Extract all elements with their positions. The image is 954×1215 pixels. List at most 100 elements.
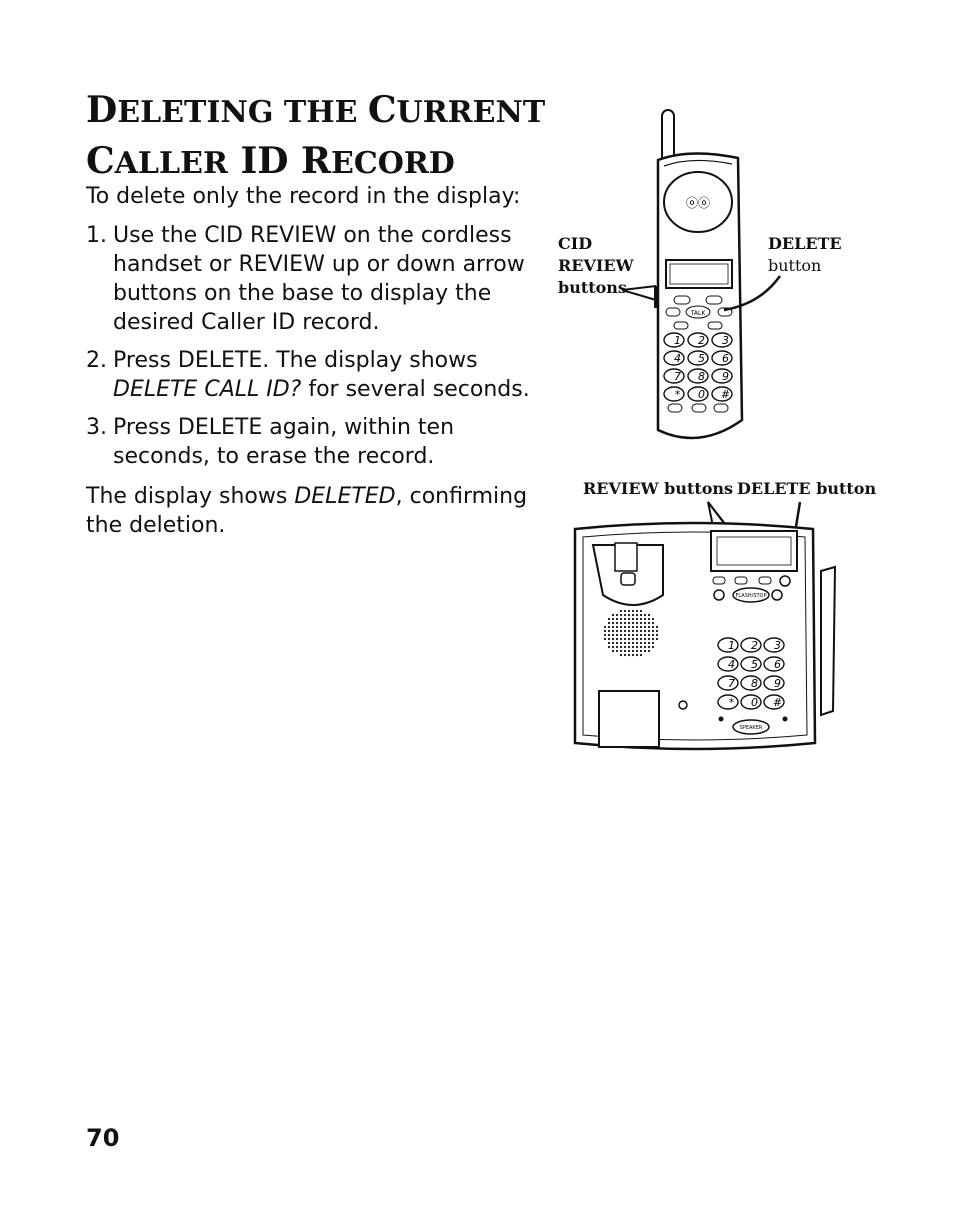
grille-hole [643, 625, 647, 629]
grille-hole [603, 633, 607, 637]
grille-hole [639, 633, 643, 637]
grille-hole [651, 633, 655, 637]
grille-hole [611, 617, 615, 621]
grille-hole [615, 633, 619, 637]
keypad-key-label: 5 [751, 658, 758, 671]
keypad-key-label: 6 [774, 658, 781, 671]
grille-hole [607, 637, 611, 641]
closing-text: The display shows DELETED, confirming th… [86, 484, 528, 538]
grille-hole [631, 613, 635, 617]
grille-hole [639, 629, 643, 633]
page-number: 70 [86, 1124, 120, 1152]
grille-hole [627, 625, 631, 629]
speaker-key: SPEAKER [740, 725, 763, 731]
grille-hole [639, 625, 643, 629]
grille-hole [619, 613, 623, 617]
grille-hole [651, 617, 655, 621]
keypad-key [740, 656, 762, 672]
grille-hole [623, 649, 627, 653]
grille-hole [631, 629, 635, 633]
keypad-key [763, 675, 785, 691]
keypad-key [687, 386, 709, 402]
grille-hole [643, 637, 647, 641]
keypad-key [763, 637, 785, 653]
keypad-key-label: 9 [774, 677, 781, 690]
grille-hole [615, 649, 619, 653]
keypad-key [687, 368, 709, 384]
grille-hole [627, 633, 631, 637]
grille-hole [631, 609, 635, 613]
keypad-key [763, 694, 785, 710]
keypad-key-label: 0 [698, 388, 705, 401]
grille-hole [619, 649, 623, 653]
grille-hole [631, 653, 635, 657]
grille-hole [655, 629, 659, 633]
grille-hole [647, 629, 651, 633]
title-line-1: DELETING THE CURRENT [86, 89, 546, 131]
keypad-key [740, 694, 762, 710]
grille-hole [655, 625, 659, 629]
grille-hole [623, 641, 627, 645]
grille-hole [623, 653, 627, 657]
keypad-key-label: 8 [698, 370, 705, 383]
grille-hole [651, 621, 655, 625]
grille-hole [655, 637, 659, 641]
grille-hole [603, 629, 607, 633]
intro-text: To delete only the record in the display… [86, 184, 521, 209]
grille-hole [623, 617, 627, 621]
keypad-key-label: 6 [722, 352, 729, 365]
keypad-key [717, 656, 739, 672]
grille-hole [639, 613, 643, 617]
grille-hole [635, 621, 639, 625]
grille-hole [615, 621, 619, 625]
handset-callout-lines [621, 275, 782, 312]
grille-hole [623, 645, 627, 649]
grille-hole [639, 641, 643, 645]
keypad-key-label: 3 [774, 639, 781, 652]
svg-text:ⓞⓞ: ⓞⓞ [686, 196, 710, 210]
grille-hole [603, 625, 607, 629]
grille-hole [639, 621, 643, 625]
keypad-key [717, 694, 739, 710]
keypad-key [687, 332, 709, 348]
grille-hole [627, 617, 631, 621]
keypad-key [663, 368, 685, 384]
keypad-key-label: 8 [751, 677, 758, 690]
grille-hole [619, 653, 623, 657]
grille-hole [607, 633, 611, 637]
grille-hole [643, 613, 647, 617]
keypad-key [711, 386, 733, 402]
grille-hole [615, 617, 619, 621]
grille-hole [643, 633, 647, 637]
keypad-key-label: 9 [722, 370, 729, 383]
review-buttons-label: REVIEW buttons [583, 479, 734, 498]
grille-hole [643, 617, 647, 621]
grille-hole [643, 645, 647, 649]
grille-hole [607, 621, 611, 625]
grille-hole [651, 625, 655, 629]
grille-hole [635, 633, 639, 637]
keypad-key-label: # [773, 696, 782, 709]
grille-hole [615, 629, 619, 633]
grille-hole [635, 629, 639, 633]
grille-hole [623, 625, 627, 629]
grille-hole [643, 649, 647, 653]
grille-hole [647, 633, 651, 637]
grille-hole [623, 621, 627, 625]
grille-hole [619, 645, 623, 649]
grille-hole [627, 609, 631, 613]
grille-hole [631, 617, 635, 621]
keypad-key [763, 656, 785, 672]
keypad-key-label: 2 [751, 639, 758, 652]
grille-hole [615, 645, 619, 649]
keypad-key-label: 7 [674, 370, 681, 383]
flash-stop-key: FLASH/STOP [736, 593, 767, 599]
grille-hole [623, 629, 627, 633]
grille-hole [635, 625, 639, 629]
grille-hole [607, 629, 611, 633]
keypad-key-label: 1 [674, 334, 681, 347]
grille-hole [647, 637, 651, 641]
grille-hole [651, 641, 655, 645]
